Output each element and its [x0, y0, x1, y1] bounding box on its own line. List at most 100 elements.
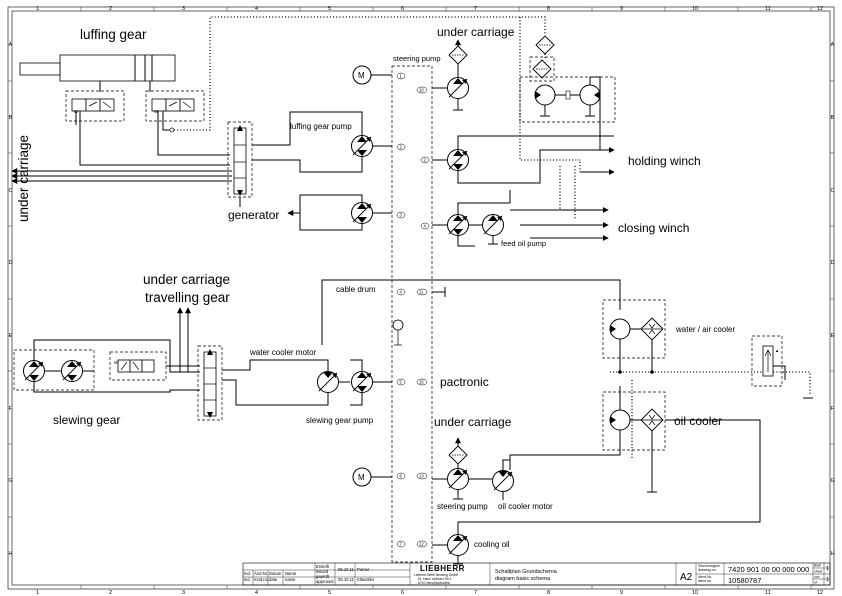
col-label-bottom: 7 — [474, 590, 477, 596]
col-label-top: 11 — [765, 6, 771, 12]
tb-idx-label-en: ind. — [244, 577, 251, 582]
pressure-valve-right: ▲ — [751, 335, 786, 387]
col-label-bottom: 9 — [620, 590, 623, 596]
company-address-3: 6710 Nenzing/Austria — [418, 581, 450, 585]
cable-drum: cable drum — [321, 279, 621, 346]
title-block: Ind. Änd.Nr. Datum Name ind. mod.no. dat… — [242, 562, 831, 586]
tb-ident-label-en: ident no. — [698, 579, 712, 583]
col-label-bottom: 8 — [547, 590, 550, 596]
col-label-top: 7 — [474, 6, 477, 12]
generator-label: generator — [228, 208, 279, 222]
control-filter-top — [519, 17, 581, 172]
slewing-gear-pump-label: slewing gear pump — [306, 416, 374, 425]
luffing-gear-pump-label: luffing gear pump — [290, 122, 352, 131]
travelling-gear-label-1: under carriage — [143, 272, 230, 287]
label-text: 2 — [424, 158, 427, 163]
col-label-top: 9 — [620, 6, 623, 12]
luffing-gear-label: luffing gear — [80, 27, 147, 42]
label-text: M — [358, 473, 365, 482]
col-label-bottom: 1 — [36, 590, 39, 596]
company-logo: LIEBHERR — [420, 564, 465, 573]
row-label-left: E — [9, 333, 13, 339]
grid-column-labels: 1 2 3 4 5 6 7 8 9 10 11 12 1 2 3 4 5 6 7… — [36, 6, 823, 596]
oil-cooler-label: oil cooler — [674, 414, 722, 428]
steering-pump-bottom-label: steering pump — [437, 502, 488, 511]
col-label-bottom: 10 — [692, 590, 698, 596]
label-text: 1 — [400, 74, 403, 79]
label-text: 4 — [424, 224, 427, 229]
rotary-distributor-lower — [197, 345, 223, 421]
row-label-left: B — [9, 115, 13, 121]
rotary-distributor-upper — [227, 121, 253, 198]
under-carriage-arrows — [11, 168, 232, 184]
tb-ident-label: Ident-Nr. — [698, 575, 712, 579]
water-cooler-motor: water cooler motor — [222, 348, 350, 406]
row-label-left: D — [9, 260, 13, 266]
col-label-bottom: 5 — [328, 590, 331, 596]
col-label-bottom: 12 — [817, 590, 823, 596]
slewing-gear-label: slewing gear — [53, 413, 120, 427]
cable-drum-label: cable drum — [336, 285, 376, 294]
label-text: 2 — [400, 145, 403, 150]
tb-sheet-label: Blatt — [814, 564, 821, 568]
steering-pump-bottom: steering pump — [432, 437, 488, 511]
ident-number: 10580787 — [728, 576, 761, 585]
travelling-gear-arrows — [177, 307, 191, 372]
tb-drawing-no-label-en: drawing no. — [698, 568, 717, 572]
row-label-left: A — [9, 42, 13, 48]
col-label-top: 3 — [182, 6, 185, 12]
tb-checked-label-en: approved — [316, 579, 334, 584]
oil-cooler-motor: oil cooler motor — [469, 459, 553, 511]
tb-checked-label: geprüft — [316, 574, 330, 579]
row-label-left: H — [9, 551, 13, 557]
luffing-gear-pump: luffing gear pump — [252, 111, 392, 173]
col-label-top: 4 — [255, 6, 258, 12]
tb-of-label-en: of — [814, 581, 817, 585]
steering-pump-top — [432, 39, 469, 111]
tb-sheet-label-en: sheet — [814, 570, 822, 574]
luffing-valve-right: W — [145, 90, 205, 122]
pactronic-label: pactronic — [440, 375, 489, 389]
col-label-top: 10 — [692, 6, 698, 12]
diagram-title-en: diagram basic schema — [495, 576, 551, 582]
sheet-total: 1 — [826, 577, 829, 583]
oil-cooler-motor-label: oil cooler motor — [498, 502, 553, 511]
water-air-cooler: water / air cooler — [602, 299, 813, 399]
tb-of-label: von — [814, 575, 820, 579]
tb-drawn-date: 05.10.11 — [338, 567, 355, 572]
cooling-oil-label: cooling oil — [474, 540, 510, 549]
col-label-top: 1 — [36, 6, 39, 12]
water-cooler-motor-label: water cooler motor — [249, 348, 317, 357]
label-text: 15 — [419, 380, 424, 385]
label-text: 7 — [400, 542, 403, 547]
col-label-bottom: 2 — [109, 590, 112, 596]
under-carriage-top-label: under carriage — [437, 25, 515, 39]
holding-winch-label: holding winch — [628, 154, 701, 168]
tb-checked-name: Kläussler — [357, 577, 375, 582]
tb-date-label-en: date — [269, 577, 278, 582]
port-number-markers: 1 10 2 2 3 4 4 11 5 15 6 13 7 12 — [396, 72, 430, 548]
label-text: 6 — [400, 474, 403, 479]
tb-drawn-label-en: issued — [316, 569, 329, 574]
sheet-number: 1 — [826, 566, 829, 572]
col-label-top: 5 — [328, 6, 331, 12]
generator-pump — [287, 194, 392, 231]
label-text: 5 — [400, 380, 403, 385]
diagram-title-de: Schaltplan Grundschema — [495, 569, 558, 575]
tb-idx-label: Ind. — [244, 571, 251, 576]
slewing-gear-motors: M slewing gear — [13, 339, 200, 427]
steering-pump-top-label: steering pump — [393, 54, 441, 63]
label-text: 12 — [419, 542, 424, 547]
holding-winch-unit — [519, 76, 616, 150]
col-label-top: 8 — [547, 6, 550, 12]
drawing-frame — [7, 6, 835, 590]
luffing-valve-left: W — [65, 90, 125, 122]
paper-format: A2 — [680, 572, 693, 583]
tb-checked-date: 05.10.11 — [338, 577, 355, 582]
tb-change-label: Änd.Nr. — [254, 571, 268, 576]
drawing-number: 7420 901 00 00 000 000 — [728, 565, 809, 574]
row-label-left: F — [9, 406, 13, 412]
col-label-bottom: 11 — [765, 590, 771, 596]
luffing-gear-group: luffing gear W W — [19, 16, 546, 166]
label-text: 13 — [419, 474, 424, 479]
